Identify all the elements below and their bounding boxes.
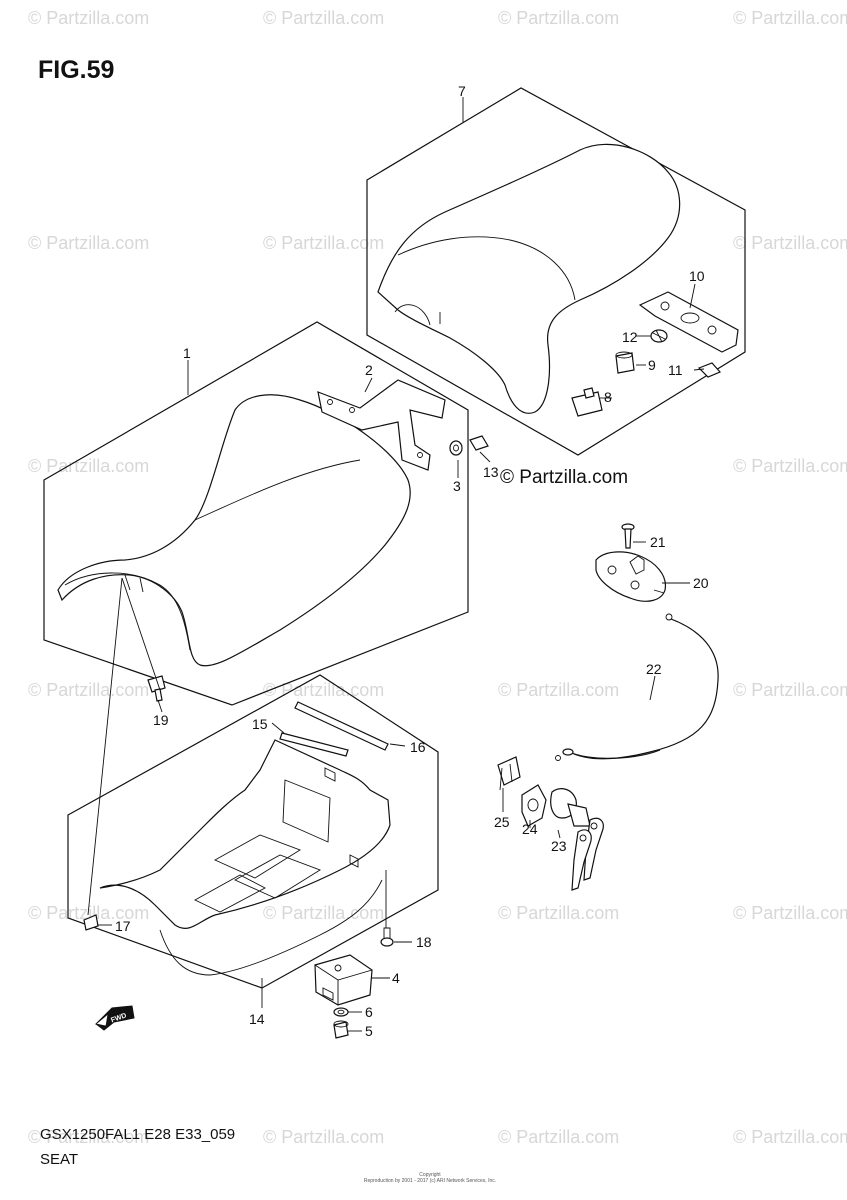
callout-11: 11 [668, 362, 683, 378]
callout-17: 17 [115, 918, 131, 934]
nut-13 [469, 435, 489, 451]
damper-9 [615, 351, 635, 374]
callout-16: 16 [410, 739, 426, 755]
figure-code: GSX1250FAL1 E28 E33_059 [40, 1126, 236, 1143]
callout-9: 9 [648, 357, 656, 373]
callout-23: 23 [551, 838, 567, 854]
watermark: © Partzilla.com [263, 233, 385, 253]
bolt-19 [147, 675, 166, 702]
callout-12: 12 [622, 329, 638, 345]
callout-22: 22 [646, 661, 662, 677]
bracket-25 [497, 756, 521, 791]
screw-5 [333, 1020, 349, 1039]
bracket-2 [317, 379, 446, 471]
callout-20: 20 [693, 575, 709, 591]
watermark: © Partzilla.com [733, 903, 847, 923]
cable-22 [555, 613, 719, 761]
cushion-3 [449, 440, 463, 456]
brand-watermark: © Partzilla.com [500, 467, 629, 488]
callout-8: 8 [604, 389, 612, 405]
watermark: © Partzilla.com [28, 680, 150, 700]
group-box-outline [43, 321, 469, 706]
callout-19: 19 [153, 712, 169, 728]
callout-10: 10 [689, 268, 705, 284]
band-15 [279, 732, 349, 757]
callout-4: 4 [392, 970, 400, 986]
watermark: © Partzilla.com [498, 1127, 620, 1147]
figure-title: FIG.59 [38, 56, 115, 84]
callout-1: 1 [183, 345, 191, 361]
callout-15: 15 [252, 716, 268, 732]
front-seat-group [43, 321, 489, 706]
watermark: © Partzilla.com [498, 903, 620, 923]
copyright-note: Copyright Reproduction by 2001 - 2017 (c… [360, 1172, 500, 1184]
watermark: © Partzilla.com [28, 1127, 150, 1147]
watermark: © Partzilla.com [28, 456, 150, 476]
lock-set-23 [550, 788, 604, 891]
nut-11 [697, 362, 722, 378]
callout-2: 2 [365, 362, 373, 378]
screw-18 [380, 927, 394, 947]
lock-assembly-4 [314, 954, 373, 1006]
watermark: © Partzilla.com [263, 903, 385, 923]
figure-name: SEAT [40, 1151, 79, 1168]
plate-24 [521, 784, 547, 827]
cushion-8 [571, 387, 603, 417]
watermark: © Partzilla.com [498, 680, 620, 700]
callout-5: 5 [365, 1023, 373, 1039]
cushion-12 [650, 329, 668, 343]
front-seat-cushion [57, 394, 411, 667]
forward-arrow-icon: FWD [95, 1005, 135, 1031]
lock-base-20 [595, 551, 667, 602]
callout-18: 18 [416, 934, 432, 950]
tray-14 [99, 739, 391, 976]
callout-7: 7 [458, 83, 466, 99]
rear-seat-group [366, 87, 746, 456]
watermark: © Partzilla.com [733, 680, 847, 700]
watermark: © Partzilla.com [733, 8, 847, 28]
watermark: © Partzilla.com [263, 8, 385, 28]
leader-lines [87, 97, 705, 1032]
seat-tray-group [67, 674, 439, 989]
screw-21 [621, 523, 635, 549]
callout-14: 14 [249, 1011, 265, 1027]
clip-17 [83, 914, 99, 931]
callout-13: 13 [483, 464, 499, 480]
copyright-line: Copyright [419, 1172, 441, 1178]
watermark: © Partzilla.com [733, 233, 847, 253]
callout-3: 3 [453, 478, 461, 494]
group-box-outline [366, 87, 746, 456]
group-box-outline [67, 674, 439, 989]
watermark: © Partzilla.com [263, 1127, 385, 1147]
callout-21: 21 [650, 534, 666, 550]
watermark: © Partzilla.com [498, 8, 620, 28]
callout-6: 6 [365, 1004, 373, 1020]
washer-6 [333, 1007, 349, 1017]
callout-25: 25 [494, 814, 510, 830]
watermark: © Partzilla.com [733, 456, 847, 476]
seat-plate-10 [638, 291, 739, 353]
watermark: © Partzilla.com [733, 1127, 847, 1147]
rear-seat-cushion [377, 143, 681, 414]
watermark: © Partzilla.com [28, 233, 150, 253]
callout-24: 24 [522, 821, 538, 837]
band-16 [294, 701, 389, 751]
watermark: © Partzilla.com [263, 680, 385, 700]
watermark: © Partzilla.com [28, 8, 150, 28]
callout-labels: 7 10 12 9 11 8 1 2 3 13 19 15 16 17 18 1… [115, 83, 709, 1039]
copyright-line: Reproduction by 2001 - 2017 (c) ARI Netw… [363, 1178, 497, 1184]
